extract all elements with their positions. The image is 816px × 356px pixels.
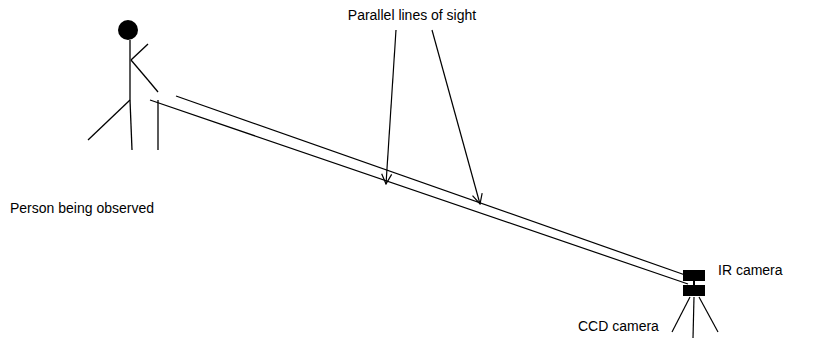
part-label: CCD camera <box>578 318 659 334</box>
camera-tripod <box>672 270 718 338</box>
part-label: IR camera <box>718 262 783 278</box>
stick-figure <box>88 20 158 150</box>
leader-arrows <box>386 30 480 204</box>
callout-label: Parallel lines of sight <box>348 7 476 23</box>
figure-label: Person being observed <box>10 200 154 216</box>
sight-lines <box>150 96 688 284</box>
